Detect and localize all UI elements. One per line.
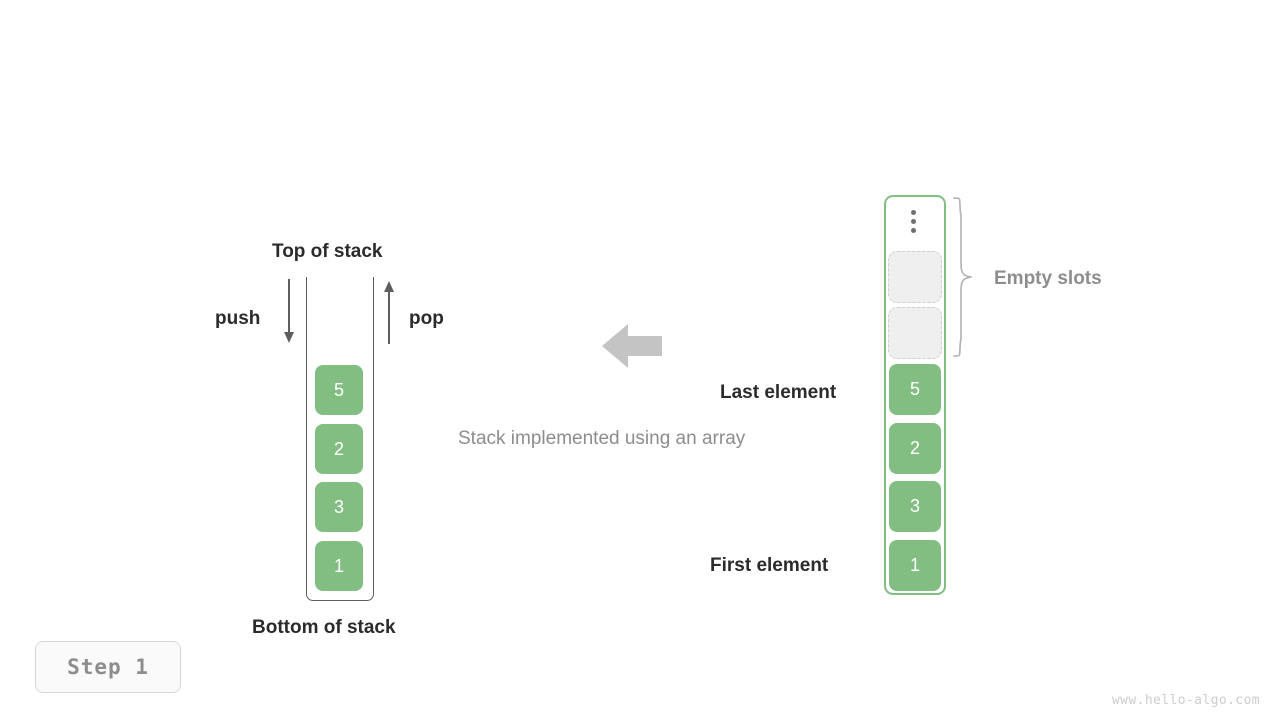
- array-element: 2: [889, 423, 941, 474]
- pop-label: pop: [409, 308, 444, 329]
- stack-element: 5: [315, 365, 363, 415]
- top-of-stack-label: Top of stack: [272, 241, 383, 262]
- empty-slots-label: Empty slots: [994, 268, 1102, 289]
- stack-element: 3: [315, 482, 363, 532]
- empty-slot: [888, 307, 942, 359]
- stack-element: 1: [315, 541, 363, 591]
- push-arrow-head-icon: [283, 332, 294, 343]
- last-element-label: Last element: [720, 382, 837, 403]
- stack-element: 2: [315, 424, 363, 474]
- array-element: 5: [889, 364, 941, 415]
- step-badge: Step 1: [35, 641, 181, 693]
- center-caption: Stack implemented using an array: [458, 428, 746, 449]
- empty-slot: [888, 251, 942, 303]
- watermark: www.hello-algo.com: [1111, 693, 1260, 708]
- push-arrow-shaft: [288, 279, 290, 334]
- array-element: 3: [889, 481, 941, 532]
- array-element: 1: [889, 540, 941, 591]
- first-element-label: First element: [710, 555, 829, 576]
- pop-arrow-shaft: [388, 289, 390, 344]
- stack-container: [306, 277, 374, 601]
- pop-arrow-head-icon: [383, 281, 394, 292]
- left-pointing-arrow-icon: [602, 324, 662, 368]
- push-label: push: [215, 308, 261, 329]
- empty-slots-brace-icon: [953, 197, 972, 357]
- vertical-ellipsis-icon: [911, 210, 916, 233]
- bottom-of-stack-label: Bottom of stack: [252, 617, 396, 638]
